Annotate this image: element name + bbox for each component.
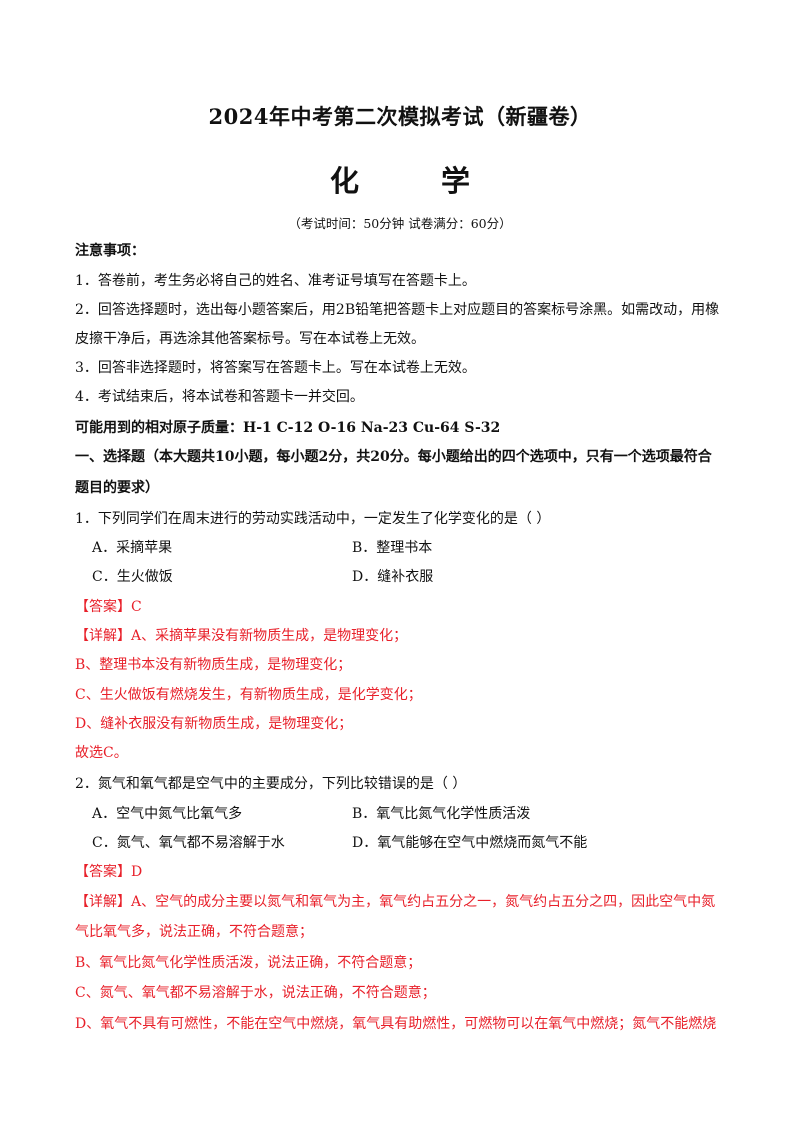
question-2-detail: 【详解】A、空气的成分主要以氮气和氧气为主，氧气约占五分之一，氮气约占五分之四，…	[75, 894, 716, 910]
notice-heading: 注意事项：	[75, 243, 145, 259]
question-2-detail: 气比氧气多，说法正确，不符合题意；	[75, 924, 313, 940]
section-heading-cont: 题目的要求）	[75, 480, 159, 496]
notice-item: 4．考试结束后，将本试卷和答题卡一并交回。	[75, 389, 364, 405]
question-2-stem: 2．氮气和氧气都是空气中的主要成分，下列比较错误的是（ ）	[75, 776, 467, 792]
question-2-option-b: B．氧气比氮气化学性质活泼	[352, 806, 531, 822]
question-1-option-c: C．生火做饭	[92, 569, 173, 585]
question-1-option-d: D．缝补衣服	[352, 569, 434, 585]
question-1-detail: B、整理书本没有新物质生成，是物理变化；	[75, 657, 352, 673]
question-1-detail: D、缝补衣服没有新物质生成，是物理变化；	[75, 716, 353, 732]
notice-item: 皮擦干净后，再选涂其他答案标号。写在本试卷上无效。	[75, 331, 425, 347]
question-2-option-a: A．空气中氮气比氧气多	[92, 806, 243, 822]
subject-title: 化 学	[329, 164, 507, 198]
question-1-answer: 【答案】C	[75, 599, 142, 615]
section-heading: 一、选择题（本大题共10小题，每小题2分，共20分。每小题给出的四个选项中，只有…	[75, 449, 712, 465]
question-1-detail: 【详解】A、采摘苹果没有新物质生成，是物理变化；	[75, 628, 408, 644]
question-2-option-d: D．氧气能够在空气中燃烧而氮气不能	[352, 835, 588, 851]
question-1-detail: C、生火做饭有燃烧发生，有新物质生成，是化学变化；	[75, 687, 422, 703]
notice-item: 1．答卷前，考生务必将自己的姓名、准考证号填写在答题卡上。	[75, 273, 476, 289]
question-2-answer: 【答案】D	[75, 864, 143, 880]
exam-title: 2024年中考第二次模拟考试（新疆卷）	[208, 104, 592, 129]
exam-info: （考试时间：50分钟 试卷满分：60分）	[288, 216, 512, 231]
notice-item: 2．回答选择题时，选出每小题答案后，用2B铅笔把答题卡上对应题目的答案标号涂黑。…	[75, 302, 720, 318]
question-1-detail: 故选C。	[75, 745, 128, 761]
question-2-detail: B、氧气比氮气化学性质活泼，说法正确，不符合题意；	[75, 955, 422, 971]
atomic-masses: 可能用到的相对原子质量：H-1 C-12 O-16 Na-23 Cu-64 S-…	[75, 420, 501, 436]
question-2-detail: D、氧气不具有可燃性，不能在空气中燃烧，氧气具有助燃性，可燃物可以在氧气中燃烧；…	[75, 1016, 717, 1032]
notice-item: 3．回答非选择题时，将答案写在答题卡上。写在本试卷上无效。	[75, 360, 476, 376]
question-1-option-a: A．采摘苹果	[92, 540, 173, 556]
question-2-option-c: C．氮气、氧气都不易溶解于水	[92, 835, 285, 851]
question-1-option-b: B．整理书本	[352, 540, 433, 556]
question-2-detail: C、氮气、氧气都不易溶解于水，说法正确，不符合题意；	[75, 985, 436, 1001]
question-1-stem: 1．下列同学们在周末进行的劳动实践活动中，一定发生了化学变化的是（ ）	[75, 511, 551, 527]
